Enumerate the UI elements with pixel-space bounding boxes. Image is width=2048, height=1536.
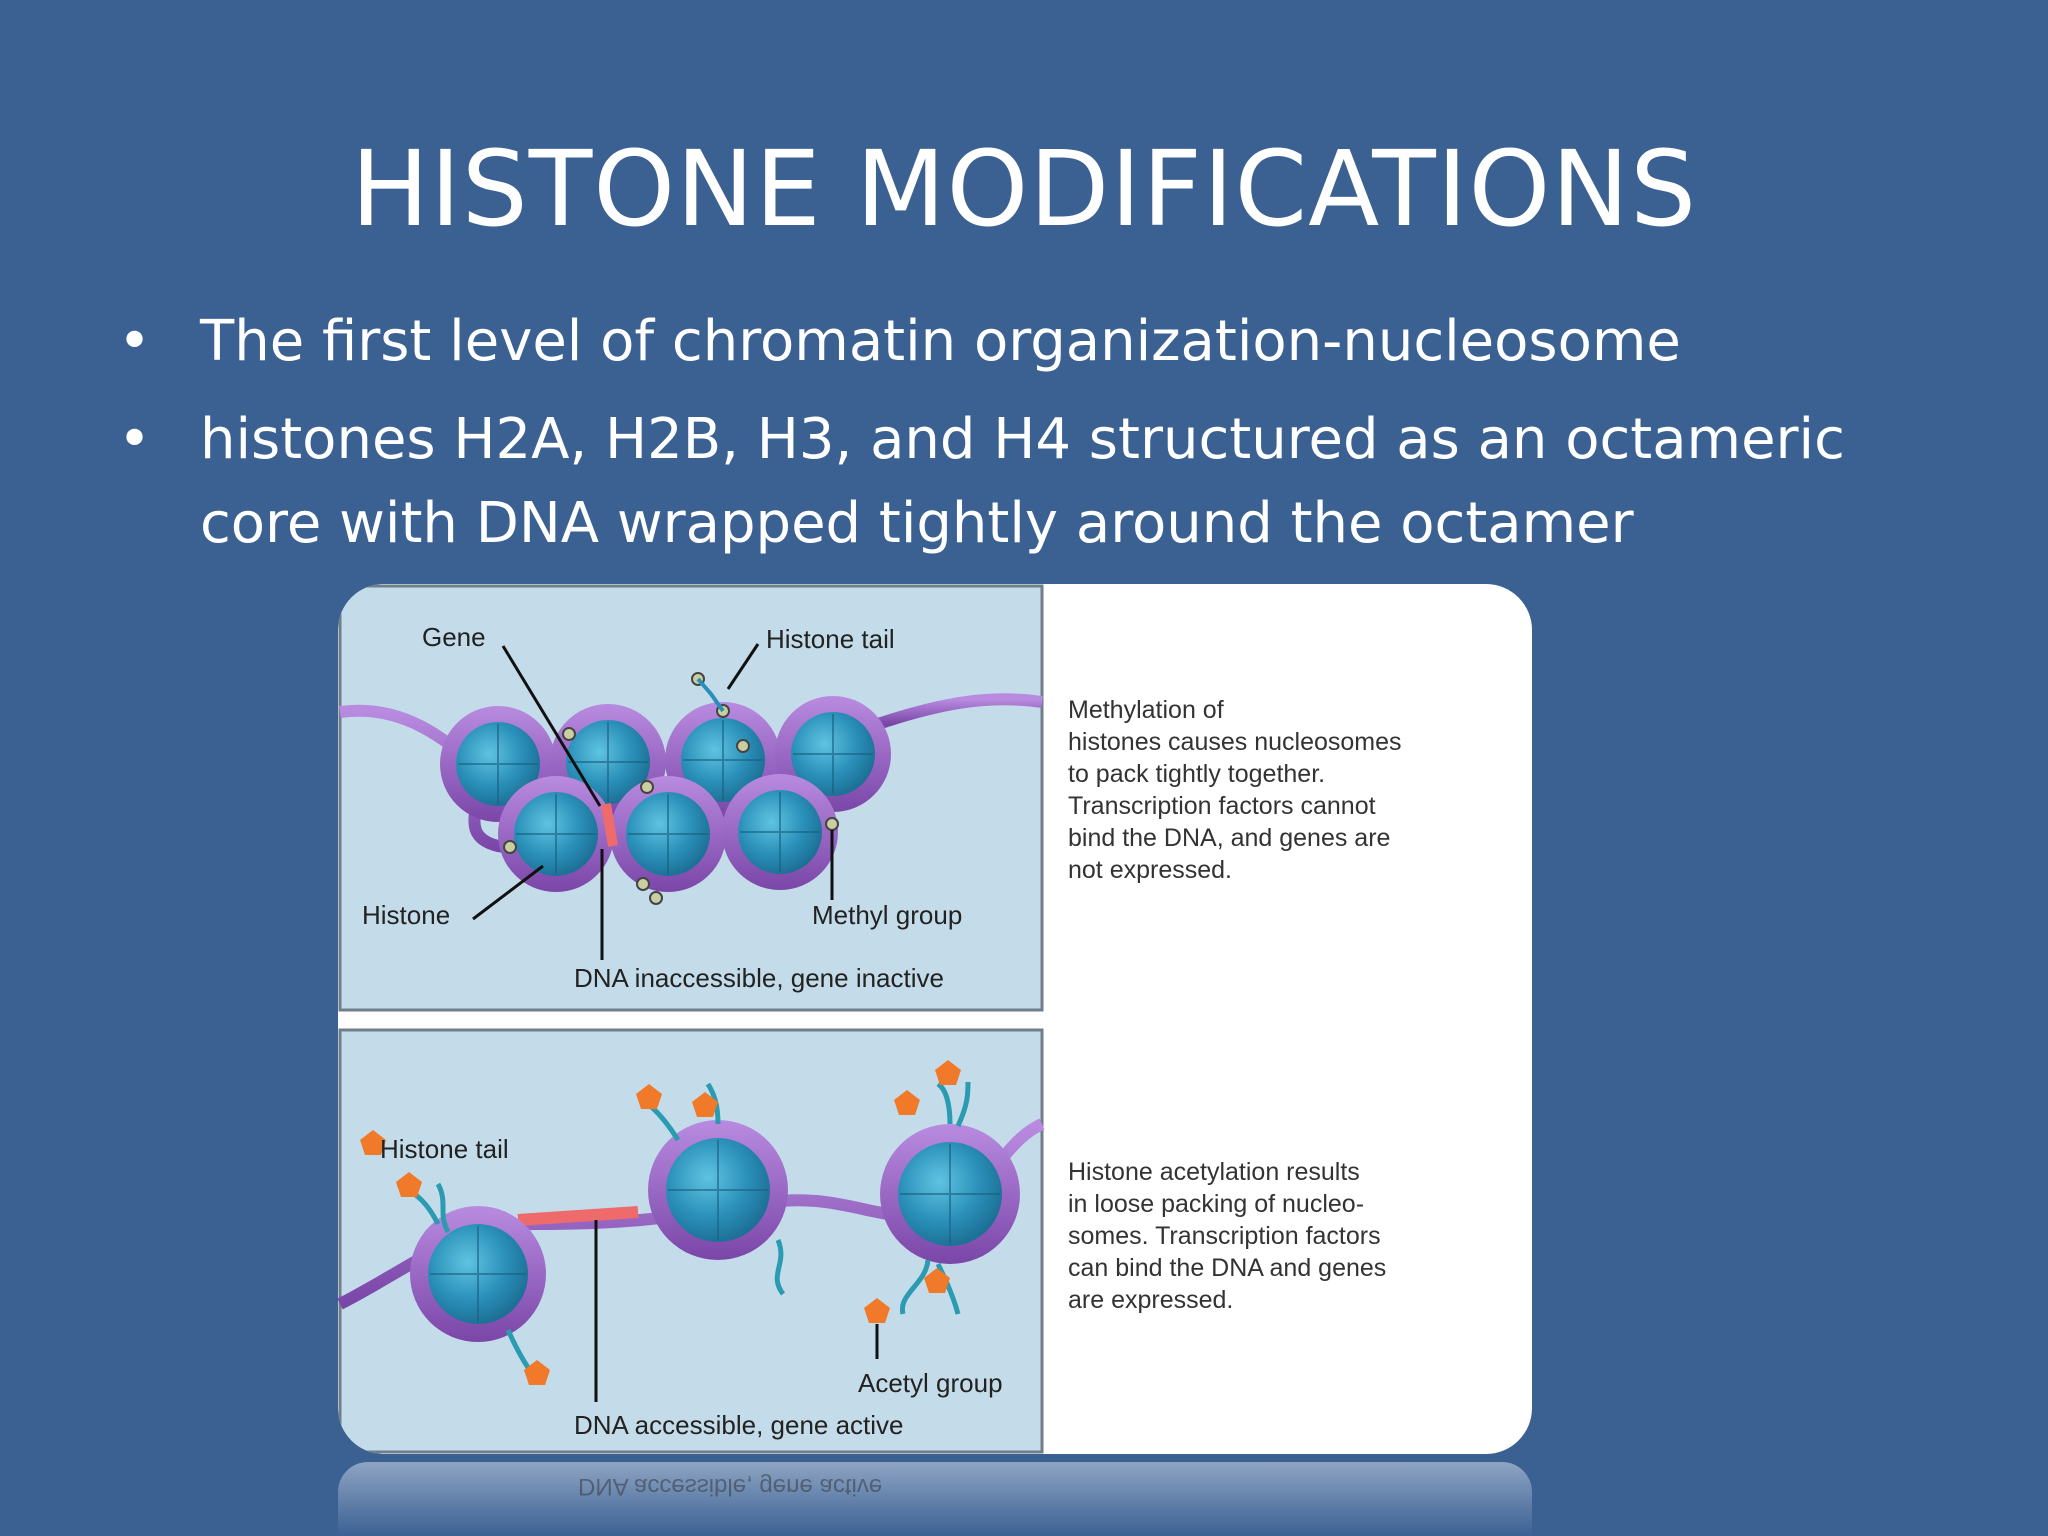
gene-leader-line <box>501 645 602 807</box>
description-line: are expressed. <box>1068 1286 1233 1314</box>
bullet-item: • The first level of chromatin organizat… <box>118 300 1918 384</box>
top-panel-caption: DNA inaccessible, gene inactive <box>574 963 944 993</box>
slide-title: HISTONE MODIFICATIONS <box>350 128 1698 250</box>
description-line: to pack tightly together. <box>1068 760 1325 788</box>
bullet-continuation: core with DNA wrapped tightly around the… <box>118 482 1918 566</box>
figure-reflection: DNA accessible, gene active <box>338 1462 1532 1536</box>
histone-tail-label: Histone tail <box>766 624 895 654</box>
histone-tail-leader-line <box>726 643 760 690</box>
acetyl-groups <box>360 1060 961 1385</box>
bullet-text: core with DNA wrapped tightly around the… <box>200 491 1634 556</box>
description-line: Transcription factors cannot <box>1068 792 1376 820</box>
nucleosome-group-bottom <box>410 1120 1020 1342</box>
description-line: histones causes nucleosomes <box>1068 728 1402 756</box>
histone-label: Histone <box>362 900 450 930</box>
bottom-description: Histone acetylation results in loose pac… <box>1068 1158 1386 1314</box>
reflection-caption: DNA accessible, gene active <box>578 1473 883 1500</box>
top-description: Methylation of histones causes nucleosom… <box>1068 696 1402 884</box>
bullet-dot: • <box>118 407 152 472</box>
methyl-groups <box>503 672 839 905</box>
dna-strand <box>876 693 1043 730</box>
acetyl-group-label: Acetyl group <box>858 1368 1003 1398</box>
description-line: Methylation of <box>1068 696 1224 724</box>
description-line: Histone acetylation results <box>1068 1158 1360 1186</box>
bullet-text: The first level of chromatin organizatio… <box>200 309 1681 374</box>
gene-segment <box>601 803 618 847</box>
description-line: in loose packing of nucleo- <box>1068 1190 1364 1218</box>
bullet-dot: • <box>118 309 152 374</box>
bottom-panel-caption: DNA accessible, gene active <box>574 1410 904 1440</box>
description-line: somes. Transcription factors <box>1068 1222 1381 1250</box>
histone-diagram: Gene Histone tail Histone Methyl group D… <box>338 584 1402 1454</box>
histone-tail-label: Histone tail <box>380 1134 509 1164</box>
histone-figure: Gene Histone tail Histone Methyl group D… <box>338 584 1532 1454</box>
description-line: not expressed. <box>1068 856 1232 884</box>
bullet-item: • histones H2A, H2B, H3, and H4 structur… <box>118 398 1918 482</box>
bullet-list: • The first level of chromatin organizat… <box>118 300 1918 580</box>
bullet-text: histones H2A, H2B, H3, and H4 structured… <box>200 407 1845 472</box>
methyl-group-label: Methyl group <box>812 900 962 930</box>
description-line: bind the DNA, and genes are <box>1068 824 1390 852</box>
histone-leader-line <box>472 864 544 921</box>
description-line: can bind the DNA and genes <box>1068 1254 1386 1282</box>
gene-segment <box>517 1206 639 1226</box>
gene-label: Gene <box>422 622 486 652</box>
